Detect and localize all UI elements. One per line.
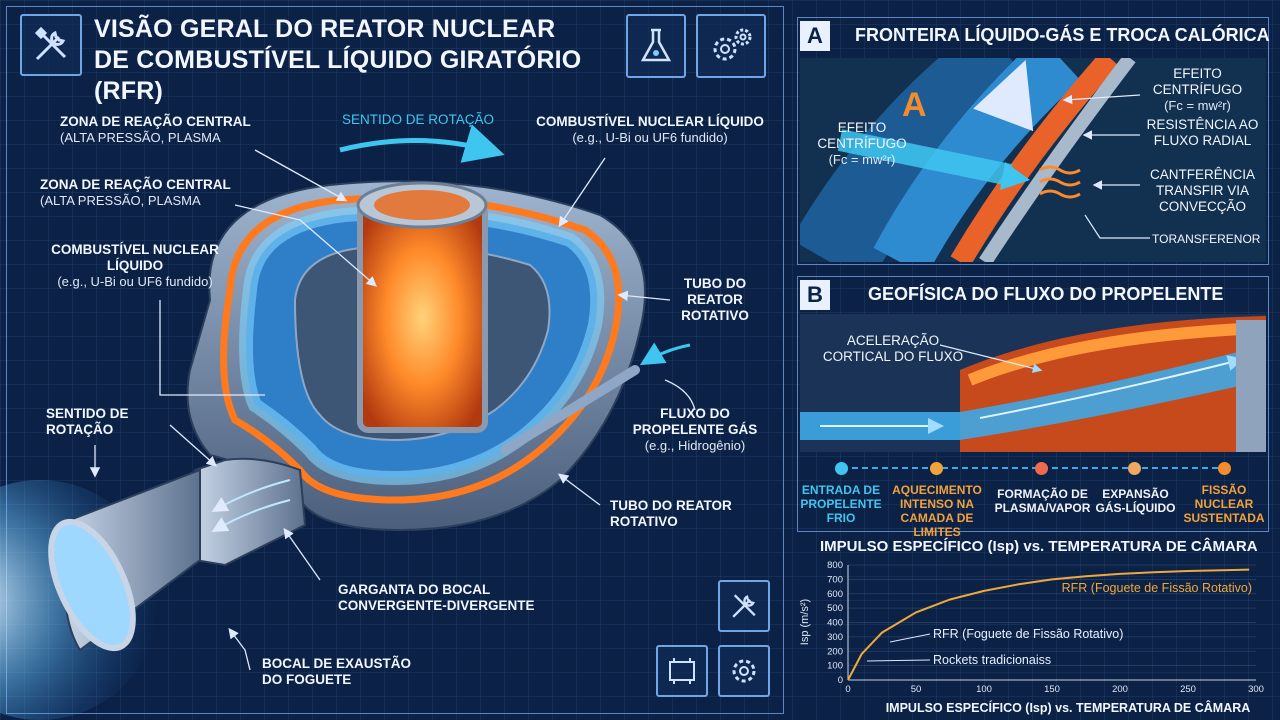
zona-reacao-sub-2: (ALTA PRESSÃO, PLASMA <box>40 193 201 208</box>
x-axis-label: IMPULSO ESPECÍFICO (Isp) vs. TEMPERATURA… <box>886 700 1251 715</box>
annotation-tradicionais: Rockets tradicionaiss <box>933 653 1051 667</box>
step-label-2: AQUECIMENTO INTENSO NA CAMADA DE LIMITES <box>892 483 982 539</box>
efeito-left-label: EFEITO CENTRÍFUGO (Fc = mw²r) <box>812 120 912 168</box>
combustivel-left-title: COMBUSTÍVEL NUCLEAR LÍQUIDO <box>51 242 219 273</box>
wrench-screwdriver-icon <box>34 26 67 61</box>
y-tick-label: 300 <box>827 632 843 643</box>
y-axis-label: Isp (m/s²) <box>799 599 811 645</box>
combustivel-top-title: COMBUSTÍVEL NUCLEAR LÍQUIDO <box>536 114 764 129</box>
efeito-left-title: EFEITO CENTRÍFUGO <box>817 120 907 151</box>
efeito-right-formula: (Fc = mw²r) <box>1164 98 1231 113</box>
page-title: VISÃO GERAL DO REATOR NUCLEAR DE COMBUST… <box>94 15 582 105</box>
panel-a-big-letter: A <box>902 86 927 124</box>
reactor-illustration <box>0 124 696 720</box>
x-tick-label: 100 <box>976 684 992 695</box>
y-tick-label: 700 <box>827 574 843 585</box>
zona-reacao-sub-1: (ALTA PRESSÃO, PLASMA <box>60 130 221 145</box>
annotation-rfr-mid: RFR (Foguete de Fissão Rotativo) <box>933 627 1123 641</box>
annotation-leader-rfr <box>889 633 931 643</box>
resistencia-label: RESISTÊNCIA AO FLUXO RADIAL <box>1146 117 1259 148</box>
x-tick-label: 200 <box>1112 684 1128 695</box>
x-tick-label: 150 <box>1044 684 1060 695</box>
cantferencia-label: CANTFERÊNCIA TRANSFIR VIA CONVECÇÃO <box>1149 167 1255 214</box>
rotacao-left-label: SENTIDO DE ROTAÇÃO <box>46 406 129 437</box>
nozzle-exit <box>48 518 136 652</box>
zona-reacao-title-2: ZONA DE REAÇÃO CENTRAL <box>40 177 231 192</box>
step-dot-4 <box>1128 462 1141 475</box>
efeito-right-title: EFEITO CENTRÍFUGO <box>1152 66 1243 97</box>
x-tick-label: 50 <box>911 684 922 695</box>
gear-icon <box>732 659 756 683</box>
combustivel-left-label: COMBUSTÍVEL NUCLEAR LÍQUIDO (e.g., U-Bi … <box>40 242 230 290</box>
efeito-right-label: EFEITO CENTRÍFUGO (Fc = mw²r) <box>1130 66 1265 114</box>
y-tick-label: 200 <box>827 646 843 657</box>
flask-icon-box[interactable] <box>626 14 686 78</box>
x-tick-label: 250 <box>1180 684 1196 695</box>
step-dot-2 <box>930 462 943 475</box>
step-label-5: FISSÃO NUCLEAR SUSTENTADA <box>1183 483 1265 525</box>
chart-title: IMPULSO ESPECÍFICO (Isp) vs. TEMPERATURA… <box>820 538 1258 555</box>
wrench-screwdriver-icon <box>732 594 756 618</box>
gears-icon <box>713 28 752 61</box>
zona-reacao-title-1: ZONA DE REAÇÃO CENTRAL <box>60 114 251 129</box>
fluxo-propelente-sub: (e.g., Hidrogênio) <box>644 438 746 453</box>
panel-b-illustration <box>800 314 1266 469</box>
step-label-3: FORMAÇÃO DE PLASMA/VAPOR <box>994 487 1091 515</box>
y-tick-label: 0 <box>838 675 843 686</box>
panel-b-frame <box>797 276 1269 532</box>
series-line-rfr <box>847 568 1250 681</box>
tubo-reator-label-1: TUBO DO REATOR ROTATIVO <box>681 276 749 323</box>
panel-a-heading: FRONTEIRA LÍQUIDO-GÁS E TROCA CALÓRICA <box>855 25 1270 45</box>
toransferenor-label: TORANSFERENOR <box>1152 232 1261 246</box>
y-tick-label: 100 <box>827 661 843 672</box>
zona-reacao-label-1: ZONA DE REAÇÃO CENTRAL (ALTA PRESSÃO, PL… <box>60 114 280 146</box>
machine-icon-box[interactable] <box>656 645 708 697</box>
panel-a-letter: A <box>800 21 830 51</box>
fluxo-propelente-title: FLUXO DO PROPELENTE GÁS <box>632 406 758 437</box>
gear-icon-box[interactable] <box>718 645 770 697</box>
fluxo-propelente-label: FLUXO DO PROPELENTE GÁS (e.g., Hidrogêni… <box>620 406 770 454</box>
annotation-rfr-top: RFR (Foguete de Fissão Rotativo) <box>1062 581 1252 595</box>
tools-icon-box-2[interactable] <box>718 580 770 632</box>
y-tick-label: 500 <box>827 603 843 614</box>
y-tick-label: 400 <box>827 618 843 629</box>
step-dot-1 <box>835 462 848 475</box>
propellant-injector <box>500 365 640 455</box>
flask-icon <box>640 28 672 62</box>
tubo-reator-label-2: TUBO DO REATOR ROTATIVO <box>610 498 732 529</box>
y-tick-label: 600 <box>827 589 843 600</box>
panel-b-letter: B <box>800 280 830 310</box>
y-tick-label: 800 <box>827 560 843 571</box>
panel-a-illustration <box>800 58 1266 262</box>
step-label-1: ENTRADA DE PROPELENTE FRIO <box>800 483 882 525</box>
rotacao-top-label: SENTIDO DE ROTAÇÃO <box>342 112 495 127</box>
combustivel-top-sub: (e.g., U-Bi ou UF6 fundido) <box>572 130 728 145</box>
panel-a-frame <box>797 17 1269 265</box>
step-label-4: EXPANSÃO GÁS-LÍQUIDO <box>1095 487 1176 515</box>
combustivel-top-label: COMBUSTÍVEL NUCLEAR LÍQUIDO (e.g., U-Bi … <box>535 114 765 146</box>
step-dot-5 <box>1218 462 1231 475</box>
annotation-leader-trad <box>866 659 931 662</box>
bocal-label: BOCAL DE EXAUSTÃO DO FOGUETE <box>262 656 412 687</box>
rotation-arrow <box>339 124 505 163</box>
combustivel-left-sub: (e.g., U-Bi ou UF6 fundido) <box>57 274 213 289</box>
main-frame <box>6 6 784 714</box>
garganta-label: GARGANTA DO BOCAL CONVERGENTE-DIVERGENTE <box>338 582 535 613</box>
machine-icon <box>669 658 695 684</box>
x-tick-label: 300 <box>1248 684 1264 695</box>
step-dot-3 <box>1035 462 1048 475</box>
zona-reacao-label-2: ZONA DE REAÇÃO CENTRAL (ALTA PRESSÃO, PL… <box>40 177 260 209</box>
tools-icon-box[interactable] <box>20 14 82 76</box>
aceleracao-label: ACELERAÇÃO CORTICAL DO FLUXO <box>822 333 964 364</box>
efeito-left-formula: (Fc = mw²r) <box>828 152 896 167</box>
x-tick-label: 0 <box>845 684 850 695</box>
gears-icon-box[interactable] <box>696 14 766 78</box>
panel-b-heading: GEOFÍSICA DO FLUXO DO PROPELENTE <box>868 284 1224 304</box>
